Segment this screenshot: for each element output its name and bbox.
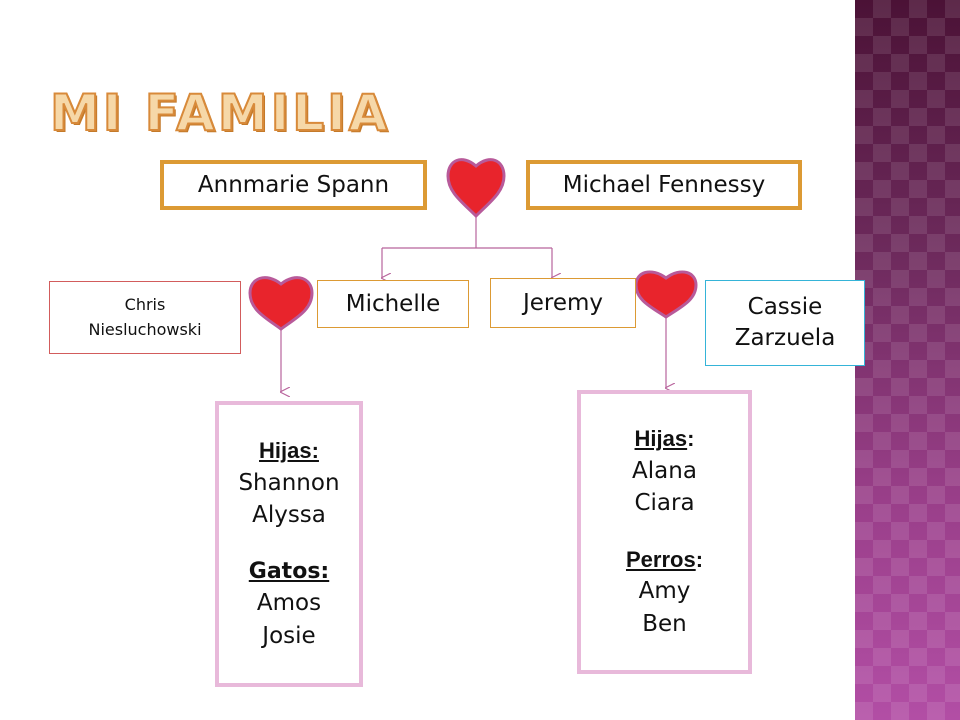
parent-box-mother: Annmarie Spann xyxy=(160,160,427,210)
list-item: Josie xyxy=(262,622,316,649)
list-item: Alyssa xyxy=(252,502,326,529)
heart-icon xyxy=(634,270,698,319)
parent-box-father: Michael Fennessy xyxy=(526,160,802,210)
left-family-list: Hijas: Shannon Alyssa Gatos: Amos Josie xyxy=(215,401,363,687)
list-item: Ben xyxy=(642,610,687,637)
right-family-list: Hijas: Alana Ciara Perros: Amy Ben xyxy=(577,390,752,674)
page-title: MI FAMILIA xyxy=(49,84,391,142)
list-item: Alana xyxy=(632,457,697,484)
spouse-name-line: Zarzuela xyxy=(734,325,836,351)
list-item: Amy xyxy=(638,578,691,605)
parent-child-connector xyxy=(382,216,552,278)
spouse-name-line: Chris xyxy=(124,294,166,314)
child-name: Jeremy xyxy=(522,290,604,316)
heart-icon xyxy=(446,158,506,219)
spouse-name-line: Cassie xyxy=(747,293,823,320)
list-item: Shannon xyxy=(238,469,340,496)
parent-name: Michael Fennessy xyxy=(562,172,766,198)
list-header-daughters: Hijas: xyxy=(259,438,319,464)
decorative-side-band xyxy=(855,0,960,720)
spouse-name-line: Niesluchowski xyxy=(88,319,202,339)
list-item: Amos xyxy=(256,590,322,617)
child-box-jeremy: Jeremy xyxy=(490,278,636,328)
child-name: Michelle xyxy=(345,291,441,317)
child-box-michelle: Michelle xyxy=(317,280,469,328)
spouse-box-cassie: Cassie Zarzuela xyxy=(705,280,865,366)
list-header-cats: Gatos: xyxy=(248,559,330,584)
list-header-daughters: Hijas: xyxy=(634,426,695,452)
heart-icon xyxy=(248,276,314,331)
list-header-dogs: Perros: xyxy=(625,547,704,572)
list-item: Ciara xyxy=(634,490,695,517)
parent-name: Annmarie Spann xyxy=(197,172,390,198)
spouse-box-chris: Chris Niesluchowski xyxy=(49,281,241,354)
